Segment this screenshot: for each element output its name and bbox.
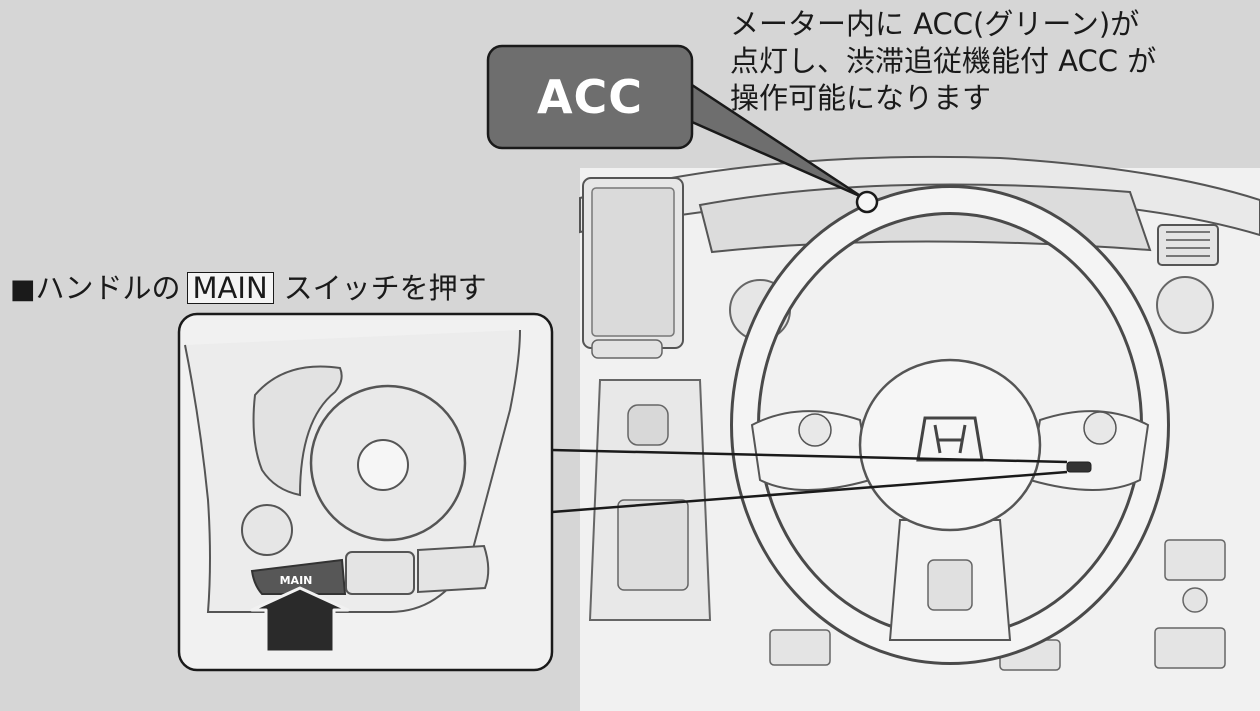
inset-steering-switches: MAIN bbox=[177, 312, 554, 672]
main-switch-name: MAIN bbox=[186, 272, 274, 304]
lower-grille bbox=[927, 559, 973, 611]
heading-text-after: スイッチを押す bbox=[283, 271, 487, 305]
zoom-connector bbox=[551, 448, 1068, 514]
steering-wheel bbox=[730, 185, 1170, 665]
center-console bbox=[588, 379, 712, 621]
heading-bullet-icon: ■ bbox=[10, 274, 36, 305]
inset-round-button bbox=[241, 504, 293, 556]
inset-dial-inner bbox=[357, 439, 409, 491]
caption-line-3: 操作可能になります bbox=[730, 81, 992, 115]
acc-indicator-label: ACC bbox=[536, 70, 644, 124]
air-vent-right bbox=[1157, 224, 1219, 266]
heading-text-before: ハンドルの bbox=[35, 271, 181, 305]
caption-line-1: メーター内に ACC(グリーン)が bbox=[730, 7, 1140, 41]
main-switch-location bbox=[1066, 461, 1092, 473]
inset-main-button bbox=[250, 558, 347, 595]
inset-paddle-button bbox=[252, 365, 343, 497]
press-arrow-icon bbox=[250, 586, 350, 654]
acc-callout-box bbox=[486, 44, 694, 150]
center-display bbox=[582, 177, 684, 359]
air-vent-round-right bbox=[1156, 276, 1214, 334]
main-button-label: MAIN bbox=[280, 574, 313, 587]
acc-explanation-caption: メーター内に ACC(グリーン)が 点灯し、渋滞追従機能付 ACC が 操作可能… bbox=[730, 6, 1156, 117]
inset-middle-button bbox=[345, 551, 415, 595]
acc-callout bbox=[486, 44, 879, 214]
dashboard-illustration bbox=[579, 155, 1260, 711]
inset-right-button bbox=[417, 544, 490, 594]
caption-line-2: 点灯し、渋滞追従機能付 ACC が bbox=[730, 44, 1157, 78]
meter-indicator-marker bbox=[855, 190, 879, 214]
